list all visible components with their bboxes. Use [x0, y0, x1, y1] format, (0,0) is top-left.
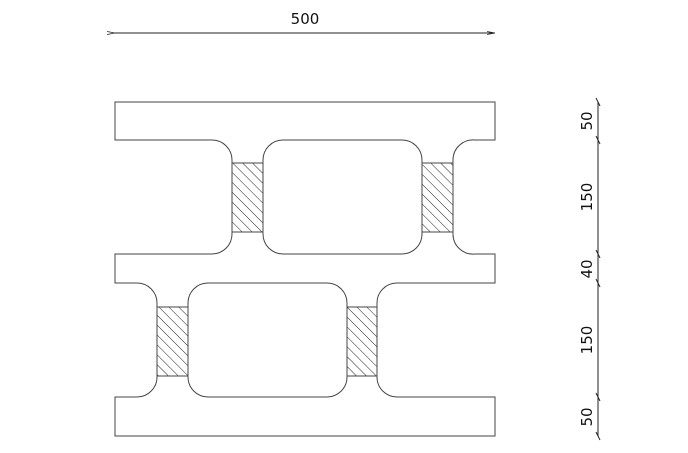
dimension-ticks: [595, 97, 601, 441]
block-outline: [114, 101, 496, 437]
height-label-middle-flange: 40: [578, 259, 596, 278]
height-dimension-chain: 50 150 40 150 50: [578, 97, 601, 441]
hatched-web-lower-right: [346, 306, 378, 377]
width-dimension: 500: [115, 10, 495, 33]
height-label-lower-web: 150: [578, 326, 596, 355]
width-label: 500: [291, 10, 320, 28]
hatched-web-upper-right: [421, 162, 454, 233]
hatched-web-upper-left: [231, 162, 264, 233]
hatched-web-lower-left: [156, 306, 189, 377]
height-label-bottom-flange: 50: [578, 407, 596, 426]
height-label-top-flange: 50: [578, 111, 596, 130]
height-label-upper-web: 150: [578, 183, 596, 212]
